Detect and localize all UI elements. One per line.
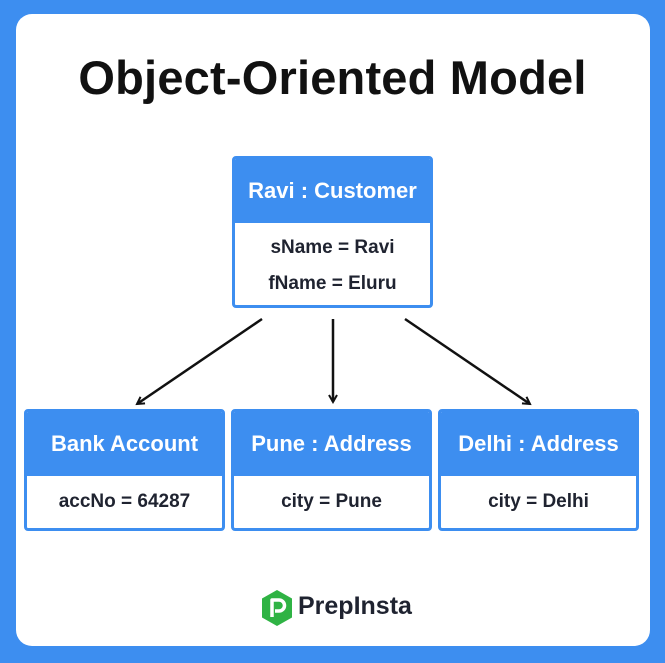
bank-account-header: Bank Account bbox=[27, 412, 222, 476]
page-title: Object-Oriented Model bbox=[78, 51, 587, 104]
brand-name: PrepInsta bbox=[298, 592, 412, 620]
pune-address-attr-city: city = Pune bbox=[281, 491, 382, 512]
prepinsta-logo-icon bbox=[262, 590, 292, 626]
pune-address-object-box: Pune : Address city = Pune bbox=[231, 409, 432, 531]
customer-attributes: sName = Ravi fName = Eluru bbox=[235, 223, 430, 302]
customer-object-box: Ravi : Customer sName = Ravi fName = Elu… bbox=[232, 156, 433, 308]
arrow-to-delhi-address bbox=[404, 317, 530, 404]
customer-attr-sname: sName = Ravi bbox=[270, 237, 395, 258]
arrow-to-bank-account bbox=[137, 317, 263, 404]
delhi-address-object-box: Delhi : Address city = Delhi bbox=[438, 409, 639, 531]
delhi-address-attr-city: city = Delhi bbox=[488, 491, 589, 512]
customer-attr-fname: fName = Eluru bbox=[268, 273, 397, 294]
bank-account-attr-accno: accNo = 64287 bbox=[58, 491, 191, 512]
pune-address-header: Pune : Address bbox=[234, 412, 429, 476]
delhi-address-header: Delhi : Address bbox=[441, 412, 636, 476]
bank-account-object-box: Bank Account accNo = 64287 bbox=[24, 409, 225, 531]
customer-header: Ravi : Customer bbox=[235, 159, 430, 223]
